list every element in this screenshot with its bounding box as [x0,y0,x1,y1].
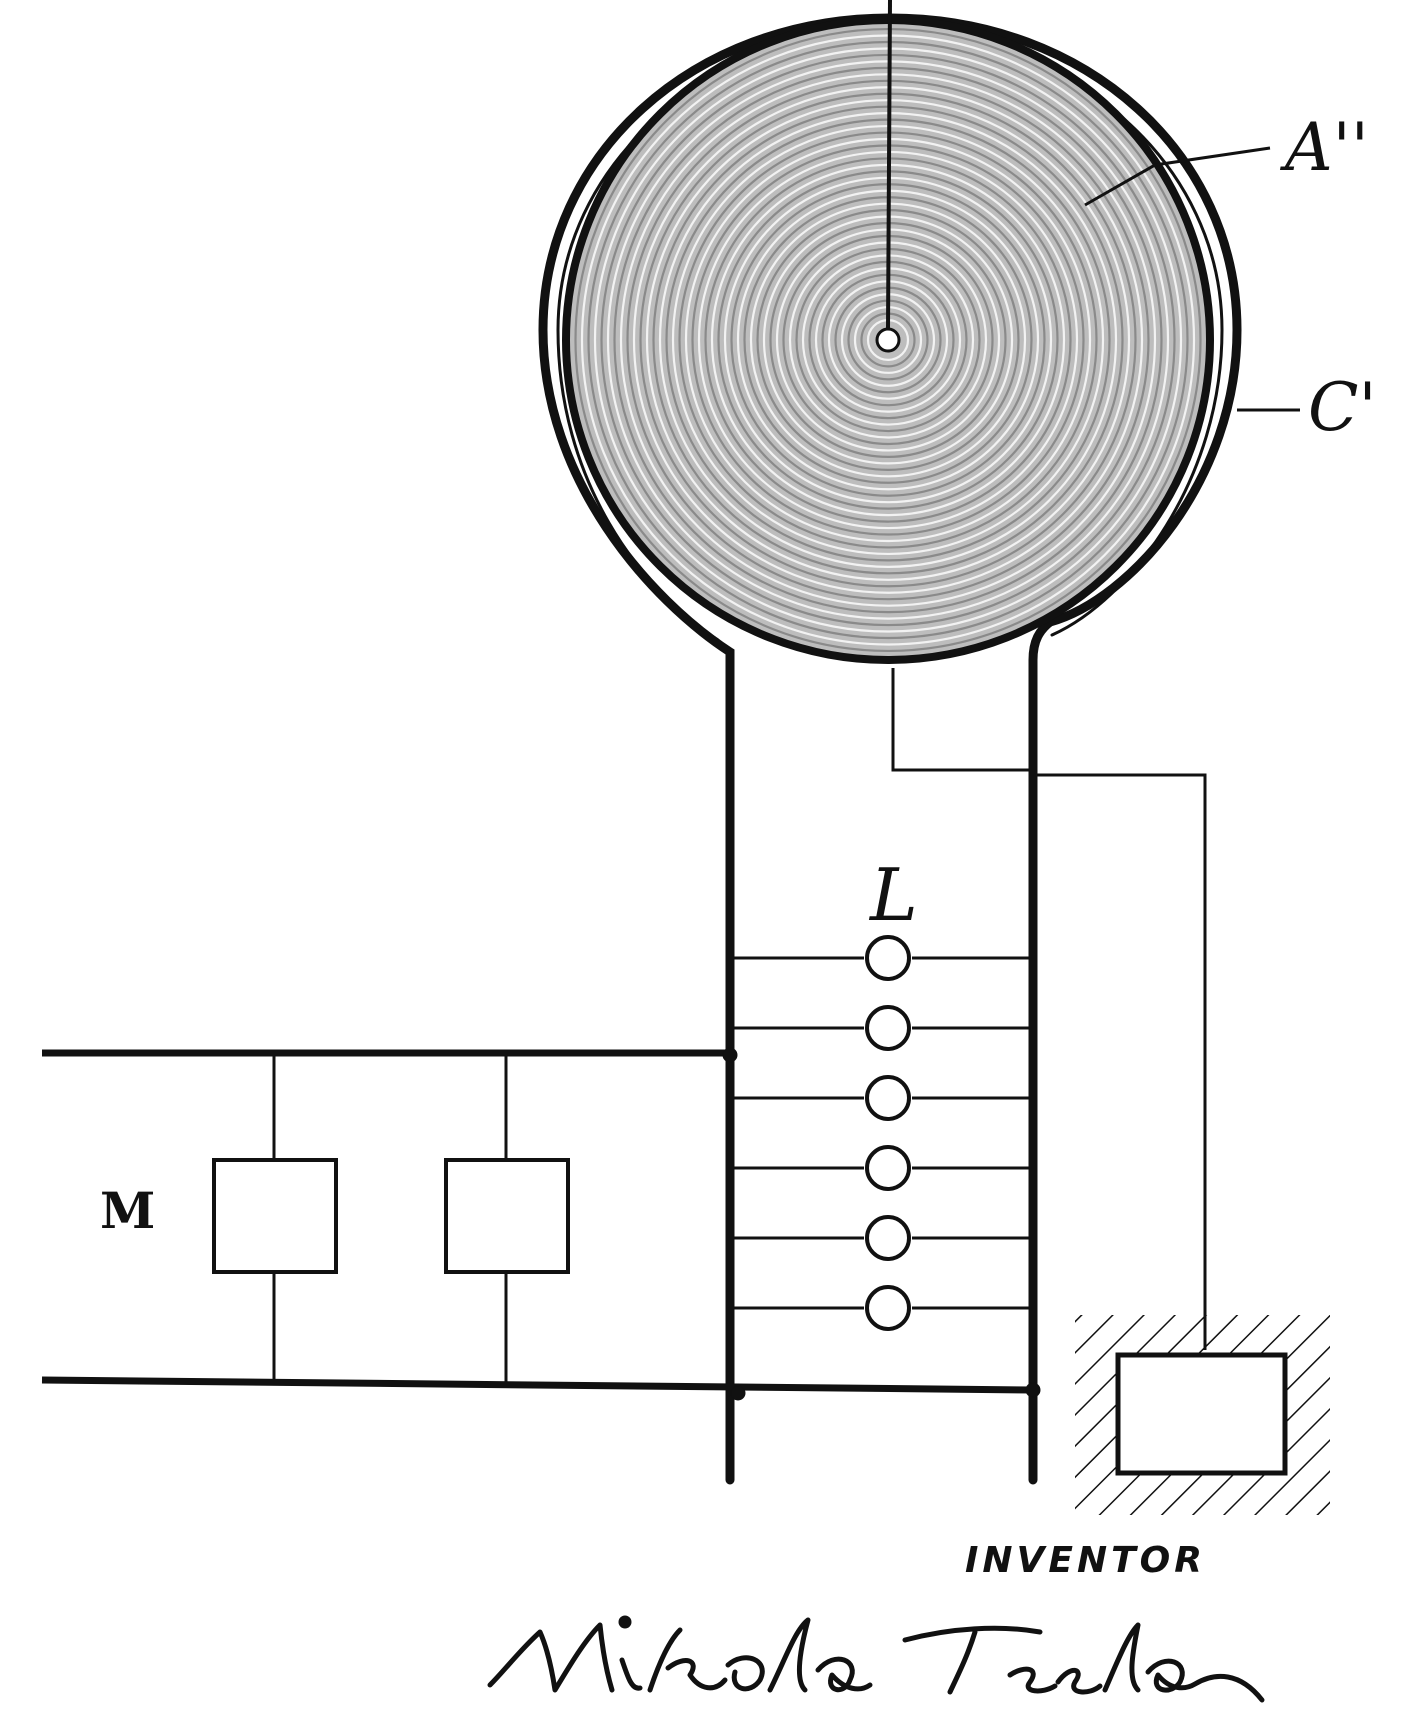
lamp-icon [865,1075,911,1121]
lamp-icon [865,1285,911,1331]
motor-box [212,1158,338,1274]
outer-conductor-right-leg [1028,617,1055,1485]
lamp-rung [734,1005,1029,1051]
label-motors: M [100,1181,155,1240]
ground-plate-box [1115,1352,1288,1476]
junction-bottom-left [730,1385,746,1401]
label-lamps: L [868,853,918,937]
coil-lead-top [886,0,892,329]
ground-plate [1075,1315,1330,1515]
junction-bottom-right [1025,1382,1041,1398]
motor-box [444,1158,570,1274]
lamp-rung [734,1145,1029,1191]
lamp-rung [734,1215,1029,1261]
motor-bank [212,1053,570,1382]
lamp-icon [865,1005,911,1051]
lamp-rung [734,935,1029,981]
inventor-caption: INVENTOR [965,1540,1206,1581]
motor [212,1053,338,1382]
lamp-rung [734,1075,1029,1121]
label-leaders [1084,146,1300,412]
label-outer-conductor: C' [1308,369,1377,446]
main-bottom [41,1376,1034,1394]
lamp-icon [865,1215,911,1261]
signature [487,1615,1265,1703]
lamp-icon [865,935,911,981]
ground-lead [891,668,1207,1350]
motor [444,1053,570,1382]
lamp-bank [734,935,1029,1331]
lamp-rung [734,1285,1029,1331]
supply-mains [41,1047,1041,1401]
leader-a [1084,146,1271,207]
spiral-coil [562,0,1214,664]
label-top-coil: A'' [1279,109,1369,186]
coil-center-hole [875,327,901,353]
lamp-icon [865,1145,911,1191]
junction-top [722,1047,738,1063]
